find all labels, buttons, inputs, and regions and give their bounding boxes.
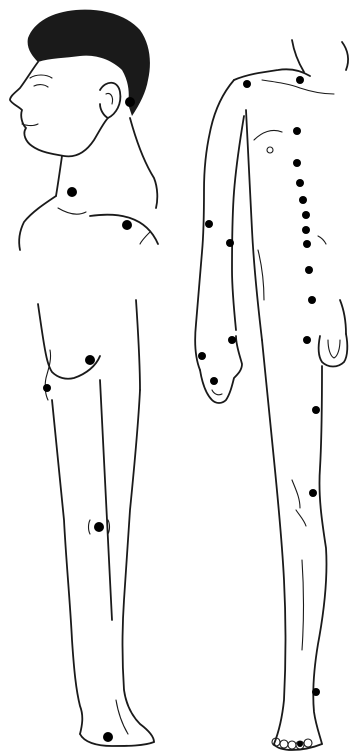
chin-fragment — [342, 42, 348, 70]
shoulder-back — [90, 215, 158, 244]
point-ankle — [312, 688, 320, 696]
torso-side — [246, 110, 262, 340]
point-shoulder-top — [243, 80, 251, 88]
mouth — [22, 124, 38, 126]
point-wrist — [198, 352, 206, 360]
point-hip — [43, 384, 51, 392]
point-shoulder — [122, 220, 132, 230]
knee-mark-left — [89, 520, 91, 534]
leg-back-inner — [123, 390, 155, 742]
ear — [100, 83, 120, 118]
hand — [200, 336, 242, 403]
eye — [34, 85, 48, 87]
point-hand — [210, 377, 218, 385]
brow — [30, 75, 52, 78]
hip-back — [136, 300, 140, 390]
front-view-figure — [195, 40, 348, 750]
knee-detail — [292, 480, 300, 508]
buttock — [38, 304, 100, 379]
point-neck-back — [125, 97, 135, 107]
hip-line — [340, 300, 346, 334]
shoulder-line — [19, 196, 56, 250]
point-groin — [303, 336, 311, 344]
point-upper-arm — [205, 220, 213, 228]
point-knee — [94, 522, 104, 532]
pectoral — [254, 130, 282, 140]
point-clavicle — [296, 76, 304, 84]
leg-front-inner — [313, 366, 326, 744]
nipple — [267, 147, 273, 153]
arm-inner — [232, 116, 244, 330]
arm-outer — [195, 80, 234, 370]
point-neck-front — [67, 187, 77, 197]
point-chest-3 — [296, 179, 304, 187]
head-outline — [10, 62, 108, 156]
side-view-figure — [10, 10, 158, 746]
point-abdomen-2 — [308, 296, 316, 304]
neck-back — [130, 118, 157, 208]
neck-right — [292, 40, 304, 72]
point-abdomen-1 — [305, 266, 313, 274]
neck-front — [56, 156, 62, 196]
point-chest-6 — [302, 226, 310, 234]
point-heel — [103, 732, 113, 742]
foot-back — [80, 734, 154, 746]
point-chest-4 — [299, 196, 307, 204]
point-forearm — [228, 336, 236, 344]
point-chest-1 — [293, 127, 301, 135]
point-buttock — [85, 355, 95, 365]
leg-back-outer — [52, 400, 82, 734]
leg-split — [100, 380, 112, 620]
point-elbow — [226, 239, 234, 247]
point-chest-2 — [293, 159, 301, 167]
point-chest-7 — [303, 240, 311, 248]
point-knee-front — [309, 489, 317, 497]
rib-hint — [318, 236, 326, 244]
point-thigh — [312, 406, 320, 414]
genitals — [319, 334, 348, 367]
point-toe — [297, 741, 303, 747]
leg-front-outer — [262, 340, 286, 744]
point-chest-5 — [302, 211, 310, 219]
